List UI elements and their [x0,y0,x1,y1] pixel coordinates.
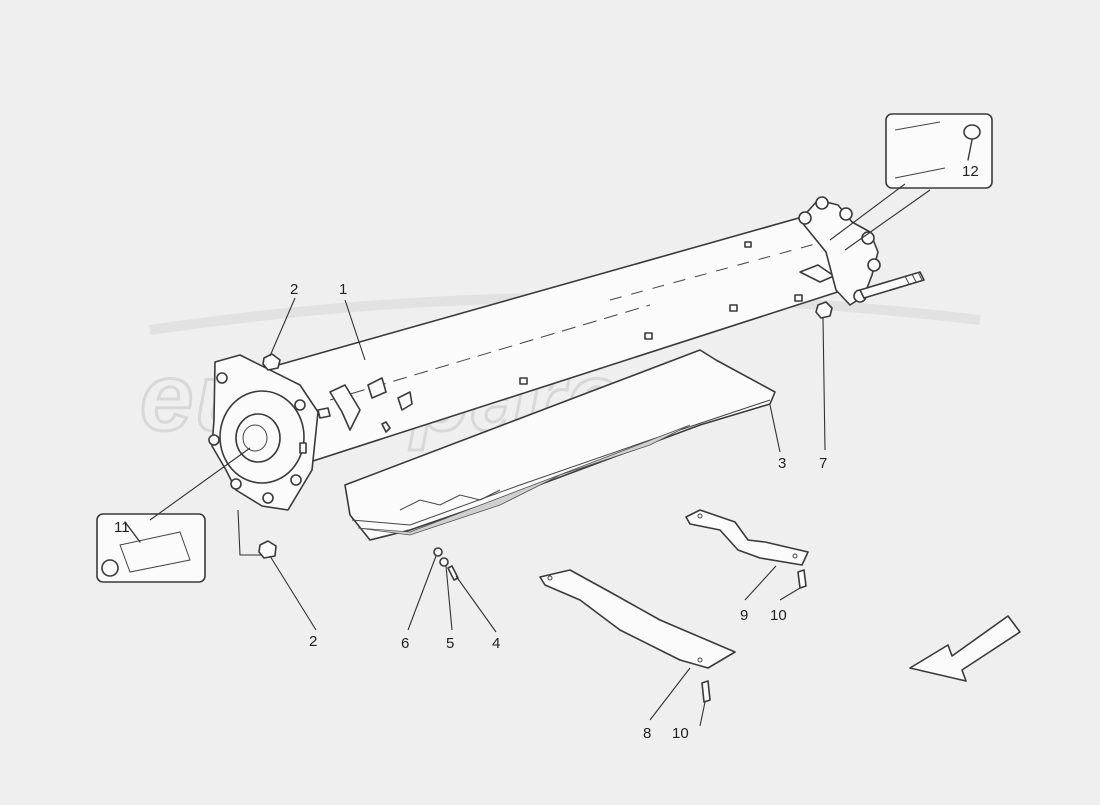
leader-lines [149,183,931,727]
bolt-10a [797,569,807,589]
callout-4: 4 [492,635,500,652]
washer-6 [433,547,443,557]
nut-2-upper [262,353,281,371]
front-flange [208,354,319,511]
callout-10-upper: 10 [770,607,787,624]
fasteners [258,301,833,703]
callout-6: 6 [401,635,409,652]
callout-9: 9 [740,607,748,624]
callout-labels: 1 2 2 3 4 5 6 7 8 9 10 10 11 12 [114,163,979,742]
callout-3: 3 [778,455,786,472]
upper-bracket [685,509,809,566]
callout-8: 8 [643,725,651,742]
callout-1: 1 [339,281,347,298]
callout-2-upper: 2 [290,281,298,298]
inset-11 [96,513,206,583]
callout-5: 5 [446,635,454,652]
bolt-10b [701,680,711,703]
callout-2-lower: 2 [309,633,317,650]
direction-arrow-icon [909,615,1021,682]
nut-7 [815,301,833,319]
heat-shield [344,349,776,541]
lower-bracket [539,569,736,669]
tube-clips [317,264,835,431]
washer-5 [439,557,449,567]
bolt-4 [447,565,459,581]
nut-2-lower [258,540,277,559]
callout-10-lower: 10 [672,725,689,742]
callout-11: 11 [114,519,130,536]
callout-7: 7 [819,455,827,472]
callout-12: 12 [962,163,979,180]
inset-12 [885,113,993,189]
